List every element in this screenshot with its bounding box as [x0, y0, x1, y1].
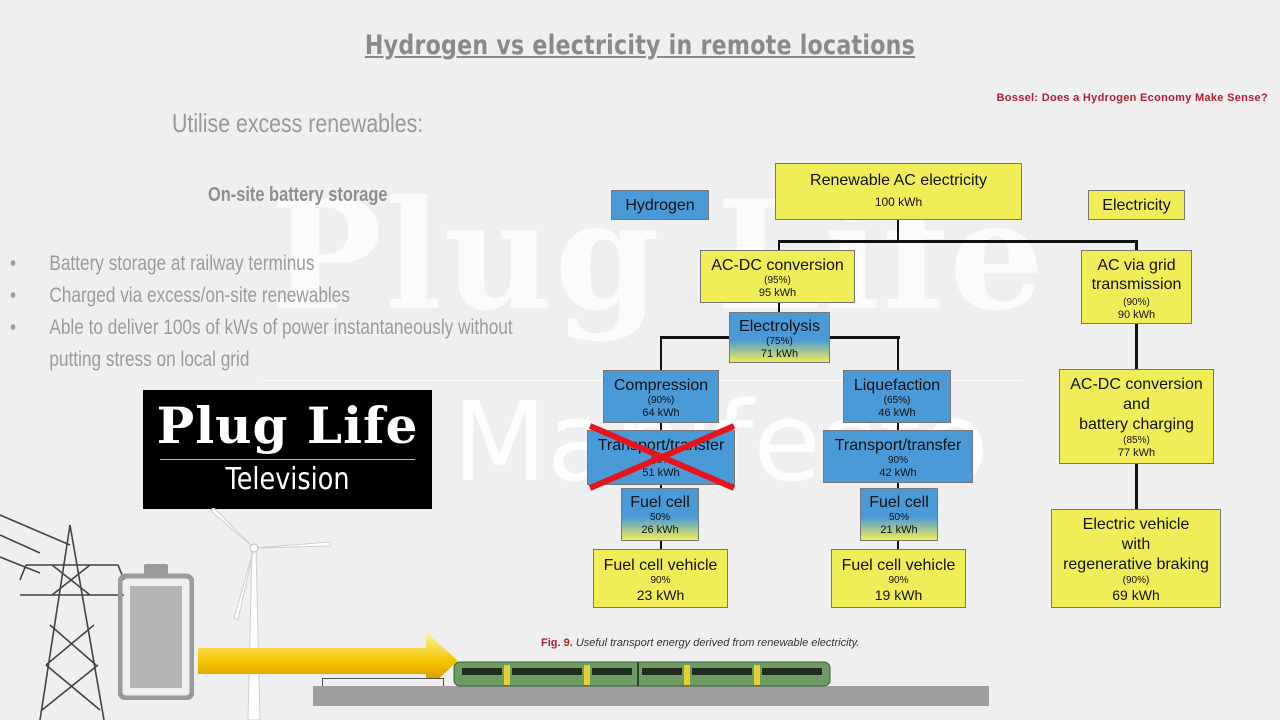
- node-value: 100 kWh: [874, 195, 923, 209]
- node-label: regenerative braking: [1063, 556, 1209, 573]
- electricity-label: Electricity: [1102, 197, 1171, 214]
- logo-subtitle: Television: [225, 462, 350, 497]
- node-label: Fuel cell: [869, 494, 929, 511]
- train-icon: [453, 661, 831, 687]
- node-value: 71 kWh: [760, 348, 799, 360]
- node-value: 21 kWh: [880, 524, 918, 536]
- node-battery-charging: AC-DC conversion and battery charging (8…: [1059, 369, 1214, 464]
- platform-edge: [322, 678, 444, 687]
- node-pct: (75%): [766, 336, 793, 347]
- node-fuelcell-left: Fuel cell 50% 26 kWh: [621, 488, 699, 541]
- node-electrolysis: Electrolysis (75%) 71 kWh: [729, 312, 830, 363]
- node-pct: 90%: [887, 455, 908, 466]
- figure-caption: Fig. 9. Useful transport energy derived …: [541, 637, 859, 649]
- node-value: 64 kWh: [642, 407, 680, 419]
- node-pct: 90%: [650, 575, 671, 586]
- node-pct: (90%): [1122, 575, 1150, 586]
- node-label: with: [1121, 536, 1151, 553]
- node-value: 77 kWh: [1117, 447, 1156, 459]
- node-fcv-left: Fuel cell vehicle 90% 23 kWh: [593, 549, 728, 608]
- node-acdc-conversion: AC-DC conversion (95%) 95 kWh: [700, 250, 855, 303]
- figure-caption-text: Useful transport energy derived from ren…: [575, 637, 860, 649]
- battery-icon: [118, 564, 194, 700]
- node-value: 51 kWh: [642, 467, 680, 479]
- node-label: transmission: [1091, 276, 1182, 293]
- node-fuelcell-right: Fuel cell 50% 21 kWh: [860, 488, 938, 541]
- node-label: battery charging: [1079, 416, 1194, 433]
- node-value: 42 kWh: [879, 467, 917, 479]
- node-label: AC via grid: [1097, 257, 1176, 274]
- plug-life-tv-logo: Plug Life Television: [143, 390, 432, 509]
- node-fcv-right: Fuel cell vehicle 90% 19 kWh: [831, 549, 966, 608]
- node-label: Fuel cell vehicle: [603, 557, 718, 574]
- red-cross-icon: [588, 423, 736, 491]
- node-compression: Compression (90%) 64 kWh: [603, 370, 719, 423]
- node-value: 26 kWh: [641, 524, 679, 536]
- subheading: Utilise excess renewables:: [172, 108, 424, 138]
- node-label: Electric vehicle: [1082, 516, 1190, 533]
- node-pct: 50%: [888, 512, 909, 523]
- citation: Bossel: Does a Hydrogen Economy Make Sen…: [996, 92, 1268, 104]
- node-pct: (95%): [764, 275, 791, 286]
- node-label: Electrolysis: [739, 318, 820, 335]
- node-pct: (85%): [1123, 435, 1150, 446]
- hydrogen-label: Hydrogen: [625, 197, 695, 214]
- node-pct: (90%): [647, 395, 675, 406]
- node-label: AC-DC conversion: [711, 257, 844, 274]
- figure-caption-label: Fig. 9.: [541, 637, 573, 649]
- node-pct: (90%): [1123, 297, 1150, 308]
- node-value: 90 kWh: [1117, 309, 1156, 321]
- railway-track: [313, 686, 989, 706]
- slide-title: Hydrogen vs electricity in remote locati…: [364, 30, 916, 61]
- node-pct: 50%: [649, 512, 670, 523]
- node-electric-vehicle: Electric vehicle with regenerative braki…: [1051, 509, 1221, 608]
- node-transport-right: Transport/transfer 90% 42 kWh: [823, 430, 973, 483]
- node-value: 19 kWh: [874, 587, 923, 603]
- node-label: AC-DC conversion: [1070, 376, 1203, 393]
- bullet-item: Charged via excess/on-site renewables: [10, 280, 584, 312]
- arrow-right-icon: [198, 632, 458, 690]
- bullet-item: Battery storage at railway terminus: [10, 248, 584, 280]
- node-label: Liquefaction: [853, 377, 941, 394]
- node-grid-transmission: AC via grid transmission (90%) 90 kWh: [1081, 250, 1192, 324]
- node-value: 23 kWh: [636, 587, 685, 603]
- node-value: 95 kWh: [758, 287, 797, 299]
- hydrogen-label-box: Hydrogen: [611, 190, 709, 220]
- node-value: 69 kWh: [1112, 587, 1160, 603]
- node-label: Renewable AC electricity: [810, 172, 987, 189]
- node-value: 46 kWh: [878, 407, 916, 419]
- logo-title: Plug Life: [156, 396, 419, 455]
- node-pct: (65%): [883, 395, 911, 406]
- node-liquefaction: Liquefaction (65%) 46 kWh: [843, 370, 951, 423]
- node-label: Fuel cell: [630, 494, 690, 511]
- bullet-item-continuation: putting stress on local grid: [49, 348, 250, 371]
- node-label: Compression: [613, 377, 709, 394]
- node-renewable-ac: Renewable AC electricity 100 kWh: [775, 163, 1022, 220]
- pylon-icon: [0, 514, 125, 720]
- bullet-list: Battery storage at railway terminus Char…: [10, 248, 710, 376]
- node-pct: 90%: [888, 575, 909, 586]
- node-label: and: [1123, 396, 1150, 413]
- node-label: Fuel cell vehicle: [841, 557, 956, 574]
- logo-rule: [160, 459, 415, 460]
- electricity-label-box: Electricity: [1088, 190, 1185, 220]
- node-label: Transport/transfer: [834, 437, 962, 454]
- section-title: On-site battery storage: [208, 184, 388, 206]
- bullet-item: Able to deliver 100s of kWs of power ins…: [10, 312, 584, 344]
